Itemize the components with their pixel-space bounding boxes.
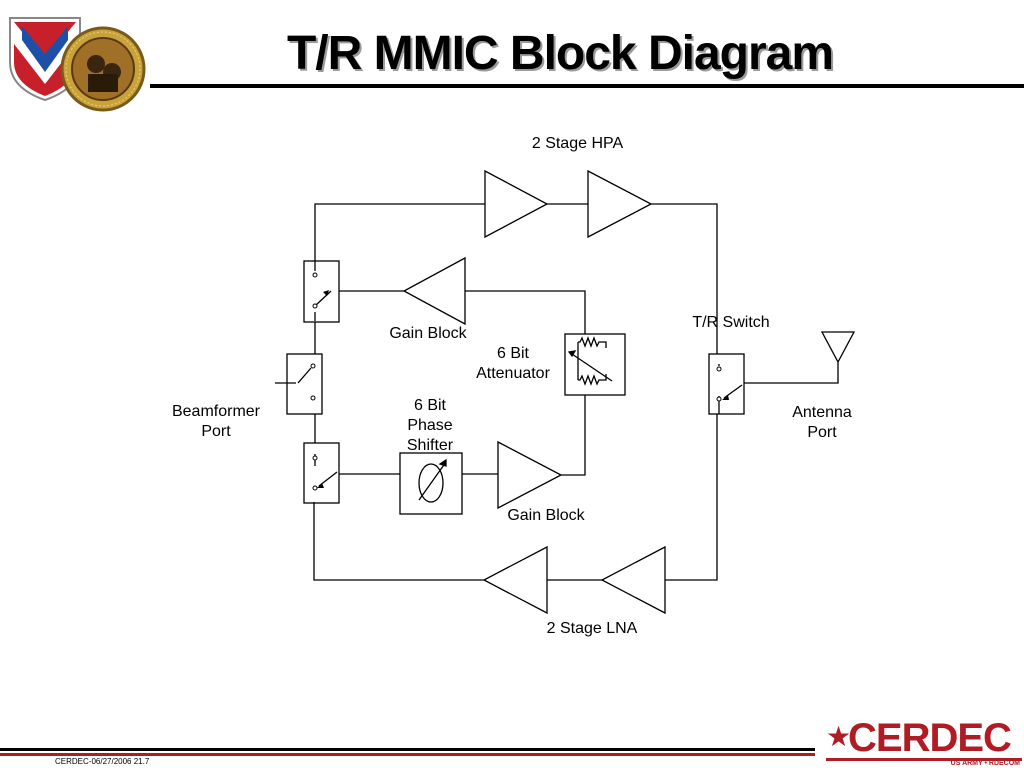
phase-shifter-box: [399, 452, 463, 515]
antenna-port-label: Antenna Port: [792, 404, 852, 441]
upper-switch: [303, 260, 340, 323]
slide-title: T/R MMIC Block Diagram: [286, 27, 834, 80]
lower-switch: [303, 442, 340, 504]
lna-amplifier-stage2: [482, 545, 548, 615]
brand-subtitle: US ARMY • RDECOM: [950, 760, 1020, 767]
hpa-amplifier-stage2: [587, 169, 653, 239]
lna-label: 2 Stage LNA: [546, 620, 638, 637]
gain-block-bottom-label: Gain Block: [507, 507, 585, 524]
tx-wire: [314, 203, 718, 354]
phase-shifter-label: 6 Bit Phase Shifter: [406, 397, 454, 454]
hpa-label: 2 Stage HPA: [531, 135, 624, 152]
star-icon: ★: [826, 721, 852, 752]
gain-block-top: [402, 256, 466, 326]
footer-rule: [0, 748, 815, 751]
hpa-amplifier-stage1: [484, 169, 549, 239]
gain-block-top-label: Gain Block: [389, 325, 467, 342]
attenuator-box: [564, 333, 626, 396]
cerdec-logo: ★ CERDEC US ARMY • RDECOM: [826, 716, 1022, 767]
gain-block-bottom: [497, 440, 563, 510]
footer-rule-accent: [0, 753, 815, 756]
rx-wire: [313, 414, 718, 581]
tr-switch: [708, 353, 745, 415]
attenuator-label: 6 Bit Attenuator: [476, 345, 550, 382]
title-rule: [150, 84, 1024, 88]
brand-name: CERDEC: [848, 716, 1012, 760]
footer-text: CERDEC-06/27/2006 21.7: [55, 757, 150, 766]
rdecom-seal-icon: [60, 26, 146, 112]
beamformer-switch: [286, 353, 323, 415]
beamformer-port-label: Beamformer Port: [171, 403, 261, 440]
antenna-icon: [820, 331, 856, 364]
brand-rule: [826, 758, 1022, 761]
lna-amplifier-stage1: [600, 545, 666, 615]
army-shield-icon: [9, 17, 81, 102]
tr-switch-label: T/R Switch: [692, 314, 770, 331]
